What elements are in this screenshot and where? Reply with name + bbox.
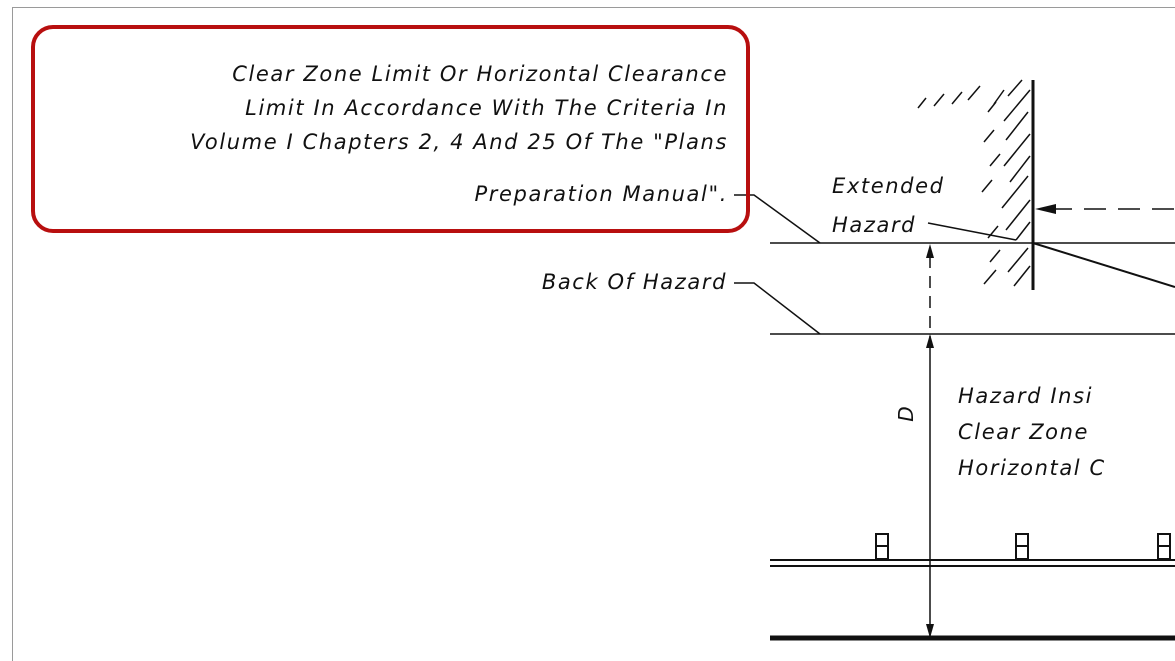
dimension-arrow-upper bbox=[926, 334, 934, 348]
back-of-hazard-leader bbox=[734, 282, 821, 335]
callout-line-3: Volume I Chapters 2, 4 And 25 Of The "Pl… bbox=[190, 130, 728, 154]
hazard-inside-label-1: Hazard Insi bbox=[958, 384, 1094, 408]
drawing-frame bbox=[12, 7, 1175, 661]
dimension-arrow-top bbox=[926, 244, 934, 258]
hazard-hatching bbox=[917, 79, 1031, 287]
extended-hazard-label-1: Extended bbox=[832, 174, 945, 198]
dimension-label: D bbox=[894, 406, 918, 421]
back-of-hazard-label: Back Of Hazard bbox=[541, 270, 727, 294]
guardrail-post bbox=[1015, 533, 1029, 560]
guardrail-post bbox=[1157, 533, 1171, 560]
callout-line-2: Limit In Accordance With The Criteria In bbox=[245, 96, 728, 120]
callout-leader bbox=[734, 194, 821, 244]
dimension-arrow-lower bbox=[926, 624, 934, 638]
dashed-pointer-arrowhead bbox=[1035, 204, 1056, 214]
extended-hazard-leader bbox=[927, 222, 1017, 241]
guardrail-post bbox=[875, 533, 889, 560]
callout-line-1: Clear Zone Limit Or Horizontal Clearance bbox=[232, 62, 728, 86]
extended-hazard-label-2: Hazard bbox=[832, 213, 917, 237]
hazard-inside-label-2: Clear Zone bbox=[958, 420, 1090, 444]
hazard-inside-label-3: Horizontal C bbox=[958, 456, 1106, 480]
hazard-diagonal-line bbox=[1032, 242, 1175, 288]
callout-box bbox=[31, 25, 750, 233]
callout-line-4: Preparation Manual". bbox=[474, 182, 728, 206]
